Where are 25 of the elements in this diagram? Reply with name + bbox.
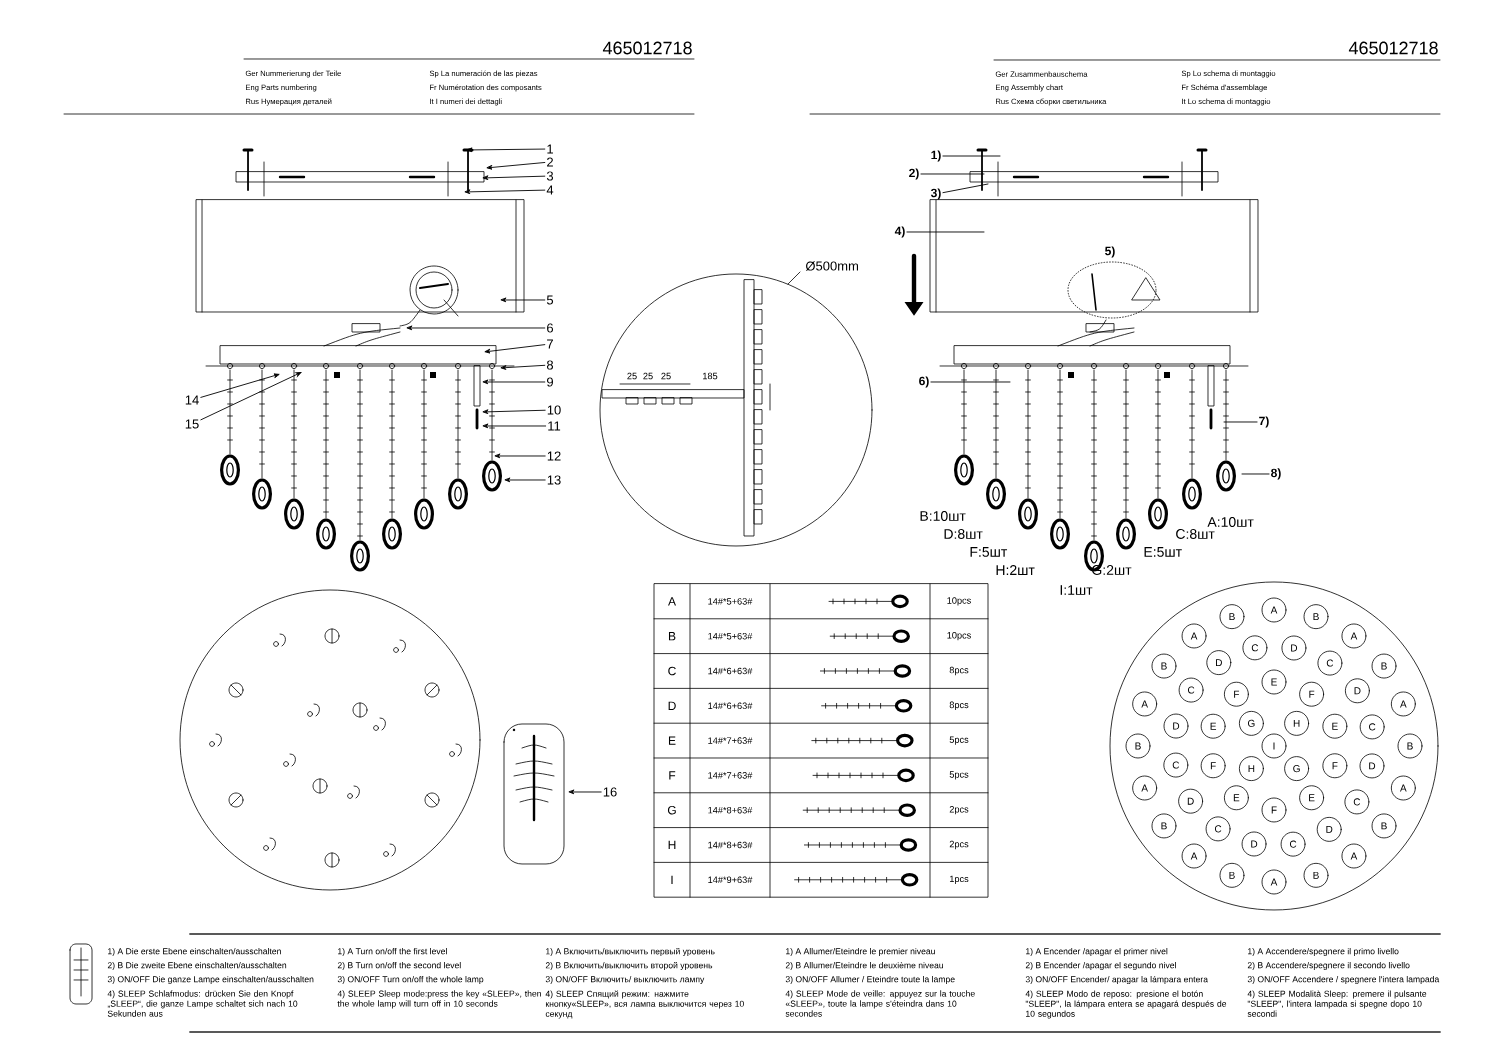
leader-line (486, 162, 546, 170)
leader-line (406, 325, 546, 331)
article-number: 465012718 (602, 41, 692, 55)
leader-line (482, 423, 547, 429)
leader-line (920, 173, 985, 175)
leader-line (494, 453, 546, 459)
leader-line (942, 183, 989, 194)
leader-line (504, 477, 546, 483)
leader-line (464, 189, 546, 195)
leader-line (200, 373, 280, 398)
leader-line (906, 231, 985, 233)
leader-line (568, 789, 602, 795)
leader-line (200, 372, 302, 421)
leader-line (466, 147, 546, 153)
leader-line (482, 175, 546, 181)
leader-line (500, 364, 546, 370)
leader-line (500, 297, 546, 303)
leader-line (482, 379, 546, 385)
leader-line (942, 155, 1001, 157)
leader-line (930, 381, 1011, 383)
leader-line (482, 409, 546, 415)
leader-line (1241, 473, 1270, 475)
article-number: 465012718 (1348, 41, 1438, 55)
leader-line (1223, 421, 1258, 423)
leader-line (484, 344, 546, 354)
